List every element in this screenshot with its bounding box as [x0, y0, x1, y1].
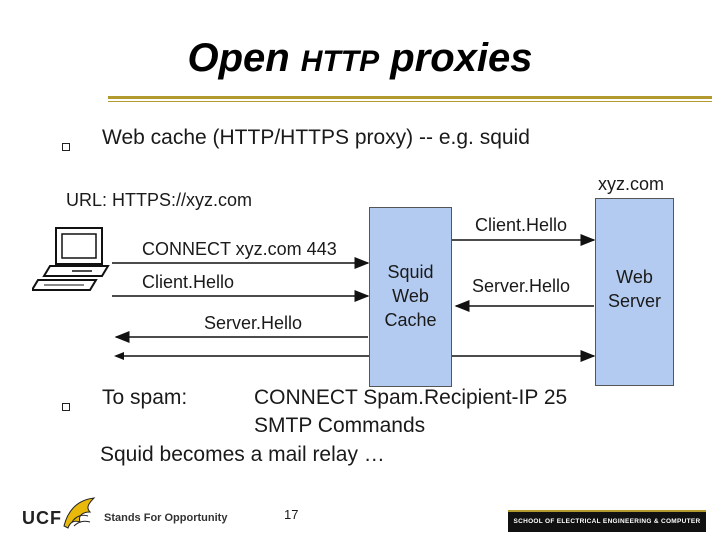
spam-line-3: Squid becomes a mail relay … — [100, 443, 385, 466]
title-proxies: proxies — [379, 36, 533, 80]
url-label: URL: HTTPS://xyz.com — [66, 190, 253, 210]
squid-label-1: Squid — [387, 262, 434, 282]
bullet-icon — [62, 143, 70, 151]
msg-server-hello-left: Server.Hello — [204, 313, 303, 333]
squid-label-2: Web — [392, 286, 429, 306]
slide-title: Open HTTP proxies — [0, 36, 720, 81]
server-name-label: xyz.com — [598, 174, 665, 194]
title-rule — [108, 96, 712, 99]
ucf-logo-text: UCF — [22, 508, 62, 528]
school-banner: SCHOOL OF ELECTRICAL ENGINEERING & COMPU… — [508, 510, 706, 545]
title-rule-thin — [108, 101, 712, 102]
arrows-layer — [112, 234, 596, 362]
msg-server-hello-right: Server.Hello — [472, 276, 571, 296]
spam-line-1: CONNECT Spam.Recipient-IP 25 — [254, 386, 568, 409]
bullet-web-cache: Web cache (HTTP/HTTPS proxy) -- e.g. squ… — [102, 126, 530, 149]
arrow-tunnel-left-head — [114, 352, 124, 360]
msg-client-hello-left: Client.Hello — [142, 272, 235, 292]
web-server-box: Web Server — [595, 198, 674, 386]
msg-client-hello-right: Client.Hello — [475, 215, 568, 235]
bullet-to-spam: To spam: — [102, 386, 188, 409]
spam-line-2: SMTP Commands — [254, 414, 426, 437]
pegasus-logo-icon — [63, 497, 96, 529]
web-server-label-2: Server — [607, 291, 661, 311]
title-open: Open — [187, 36, 301, 80]
squid-cache-box: Squid Web Cache — [369, 207, 452, 387]
computer-icon — [32, 227, 110, 291]
msg-connect: CONNECT xyz.com 443 — [142, 239, 337, 259]
squid-label-3: Cache — [384, 310, 437, 330]
footer-tagline: Stands For Opportunity — [104, 512, 228, 524]
title-http: HTTP — [300, 45, 380, 78]
bullet-icon — [62, 403, 70, 411]
web-server-label-1: Web — [616, 267, 653, 287]
page-number: 17 — [284, 507, 299, 522]
